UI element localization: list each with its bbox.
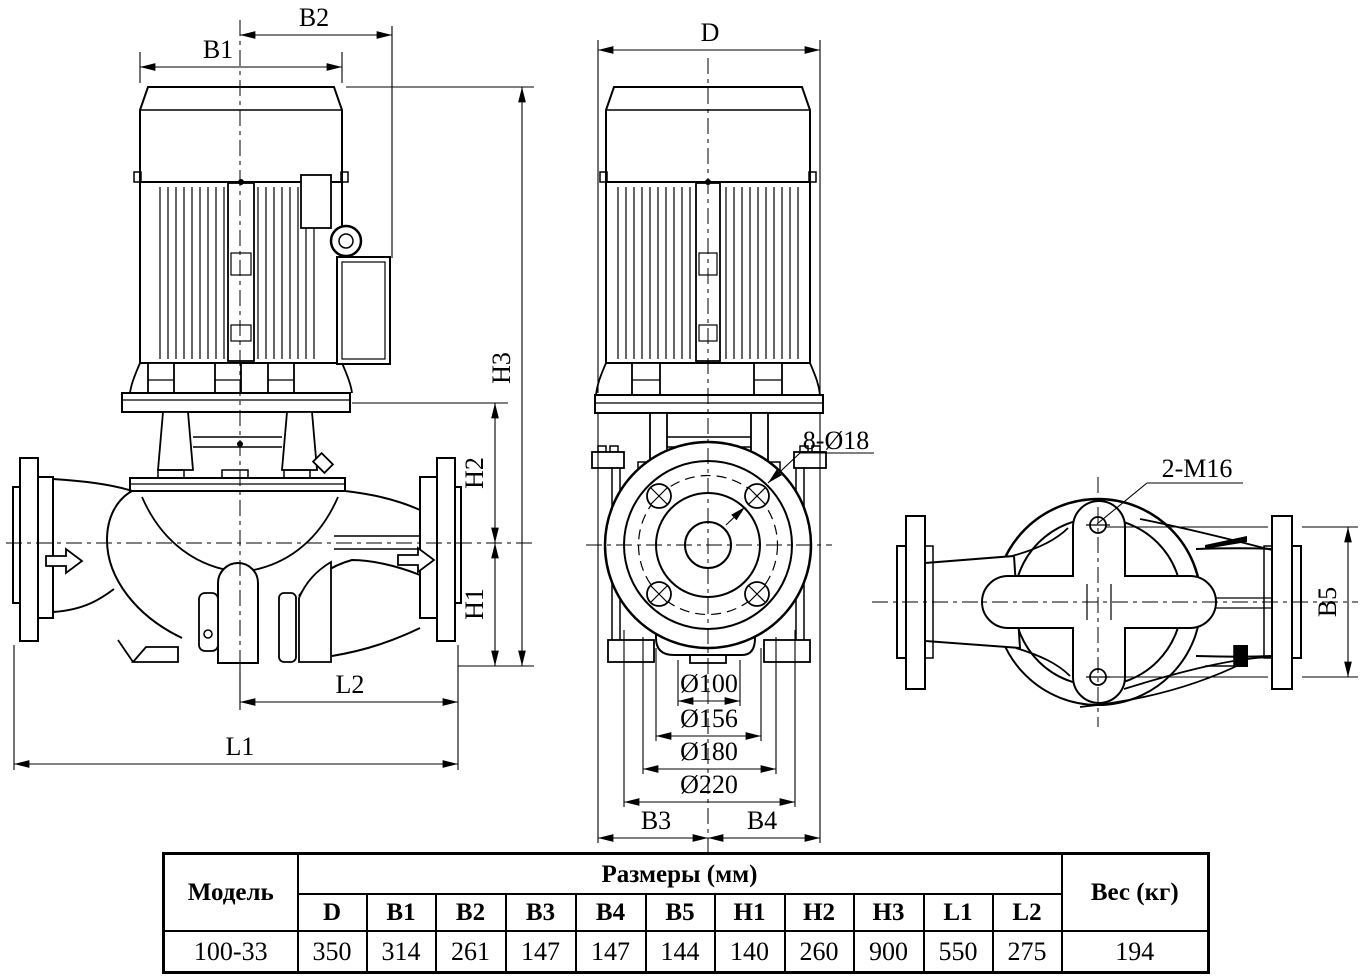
- dim-label-h1: H1: [460, 588, 489, 620]
- table-col-b1: B1: [365, 893, 437, 932]
- table-col-l1: L1: [922, 893, 994, 932]
- cell-h1: 140: [713, 930, 786, 974]
- dim-label-b1: B1: [203, 35, 233, 64]
- cell-l2: 275: [991, 930, 1063, 974]
- dim-label-b2: B2: [299, 3, 329, 32]
- front-motor: [129, 86, 391, 394]
- side-dimensions: D 8-Ø18 Ø100 Ø156 Ø180 Ø220 B3 B4: [597, 18, 874, 843]
- table-col-b3: B3: [504, 893, 577, 932]
- suction-flange: [37, 476, 54, 619]
- side-casing: [591, 445, 827, 664]
- dim-label-dia220: Ø220: [680, 770, 738, 799]
- table-size-header: Размеры (мм): [296, 852, 1063, 895]
- motor-cooling-fins: [617, 187, 799, 359]
- bolt-hole: [744, 483, 770, 509]
- flow-arrow-out: [397, 546, 436, 574]
- cell-b4: 147: [574, 930, 647, 974]
- cell-h2: 260: [783, 930, 855, 974]
- table-col-d: D: [296, 893, 368, 932]
- dim-label-h2: H2: [460, 457, 489, 489]
- lifting-eye: [329, 224, 363, 258]
- dim-label-8-d18: 8-Ø18: [803, 426, 869, 455]
- cell-model: 100-33: [162, 930, 299, 974]
- cell-h3: 900: [852, 930, 925, 974]
- dim-label-l2: L2: [336, 670, 365, 699]
- flow-arrow-in: [45, 547, 84, 575]
- side-view: [586, 58, 832, 858]
- table-col-b5: B5: [644, 893, 716, 932]
- cell-l1: 550: [922, 930, 994, 974]
- dim-label-dia180: Ø180: [680, 737, 738, 766]
- dim-label-b5: B5: [1313, 587, 1342, 617]
- dimension-table: Модель Размеры (мм) Вес (кг) D B1 B2 B3 …: [162, 852, 1211, 974]
- top-dimensions: 2-M16 B5: [1096, 454, 1358, 678]
- bottom-boss: [217, 562, 259, 664]
- table-col-h1: H1: [713, 893, 786, 932]
- table-col-l2: L2: [991, 893, 1063, 932]
- bolt-hole: [646, 581, 672, 607]
- table-col-h3: H3: [852, 893, 925, 932]
- table-model-header: Модель: [162, 852, 299, 932]
- dim-label-b4: B4: [747, 806, 777, 835]
- vent-plug: [311, 451, 335, 475]
- table-row: 100-33 350 314 261 147 147 144 140 260 9…: [162, 930, 1210, 974]
- motor-cooling-fins: [159, 187, 315, 359]
- dim-label-l1: L1: [226, 732, 255, 761]
- table-col-b2: B2: [434, 893, 507, 932]
- side-motor: [594, 86, 824, 414]
- bolt-hole: [744, 581, 770, 607]
- cell-d: 350: [296, 930, 368, 974]
- front-pump-casing: [12, 457, 462, 664]
- dim-label-dia156: Ø156: [680, 704, 738, 733]
- cell-b1: 314: [365, 930, 437, 974]
- dim-label-b3: B3: [641, 806, 671, 835]
- top-view: [872, 477, 1358, 727]
- dim-label-dia100: Ø100: [680, 669, 738, 698]
- bolt-note-leader: 8-Ø18: [725, 426, 874, 526]
- table-col-b4: B4: [574, 893, 647, 932]
- table-weight-header: Вес (кг): [1060, 852, 1210, 932]
- front-dimensions: B1 B2 H3 H2 H1 L2 L1: [13, 3, 534, 770]
- table-col-h2: H2: [783, 893, 855, 932]
- front-lantern: [121, 392, 351, 479]
- discharge-flange: [419, 476, 438, 619]
- dim-label-h3: H3: [487, 352, 516, 384]
- dim-label-d: D: [701, 18, 720, 47]
- bolt-hole: [646, 483, 672, 509]
- dim-label-2-m16: 2-M16: [1162, 454, 1233, 483]
- cell-b2: 261: [434, 930, 507, 974]
- junction-box: [300, 174, 332, 229]
- cell-b5: 144: [644, 930, 716, 974]
- cell-weight: 194: [1060, 930, 1210, 974]
- tap-note-leader: 2-M16: [1096, 454, 1243, 525]
- front-view: [6, 20, 534, 672]
- cell-b3: 147: [504, 930, 577, 974]
- terminal-box: [336, 256, 391, 365]
